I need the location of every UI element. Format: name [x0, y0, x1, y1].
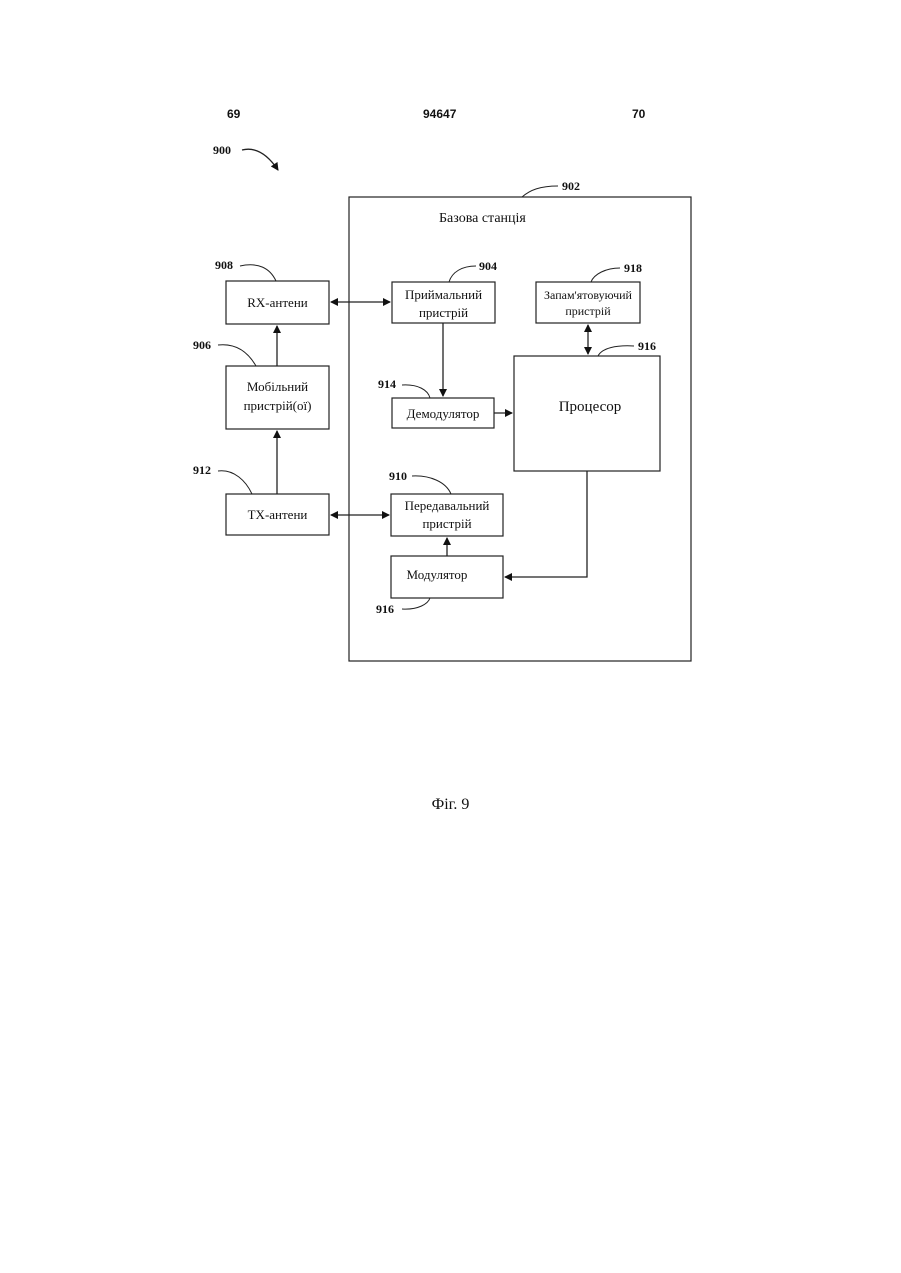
transmitter-label-line1: Передавальний: [405, 498, 490, 513]
processor-label: Процесор: [559, 399, 622, 415]
receiver-label-line1: Приймальний: [405, 287, 482, 302]
mobile-devices-label-line1: Мобільний: [247, 379, 308, 394]
ref-916-processor: 916: [638, 339, 656, 353]
modulator-label: Модулятор: [407, 567, 468, 582]
base-station-title: Базова станція: [439, 211, 526, 226]
tx-antennas-label: TX-антени: [248, 507, 308, 522]
leader-912: [218, 471, 252, 494]
ref-906: 906: [193, 338, 211, 352]
ref-916-modulator: 916: [376, 602, 394, 616]
demodulator-label: Демодулятор: [407, 406, 480, 421]
memory-label-line2: пристрій: [565, 304, 611, 318]
memory-label-line1: Запам'ятовуючий: [544, 288, 633, 302]
ref-918: 918: [624, 261, 642, 275]
ref-912: 912: [193, 463, 211, 477]
ref-system-900: 900: [213, 143, 231, 157]
ref-908: 908: [215, 258, 233, 272]
ref-914: 914: [378, 377, 396, 391]
transmitter-label-line2: пристрій: [422, 516, 471, 531]
receiver-label-line2: пристрій: [419, 305, 468, 320]
mobile-devices-label-line2: пристрій(ої): [244, 398, 312, 413]
system-pointer-arrow: [242, 149, 278, 170]
leader-908: [240, 265, 276, 281]
ref-910: 910: [389, 469, 407, 483]
ref-base-station-902: 902: [562, 179, 580, 193]
leader-902: [522, 186, 558, 197]
leader-906: [218, 345, 256, 366]
figure-caption: Фіг. 9: [0, 796, 901, 814]
rx-antennas-label: RX-антени: [247, 295, 308, 310]
ref-904: 904: [479, 259, 497, 273]
